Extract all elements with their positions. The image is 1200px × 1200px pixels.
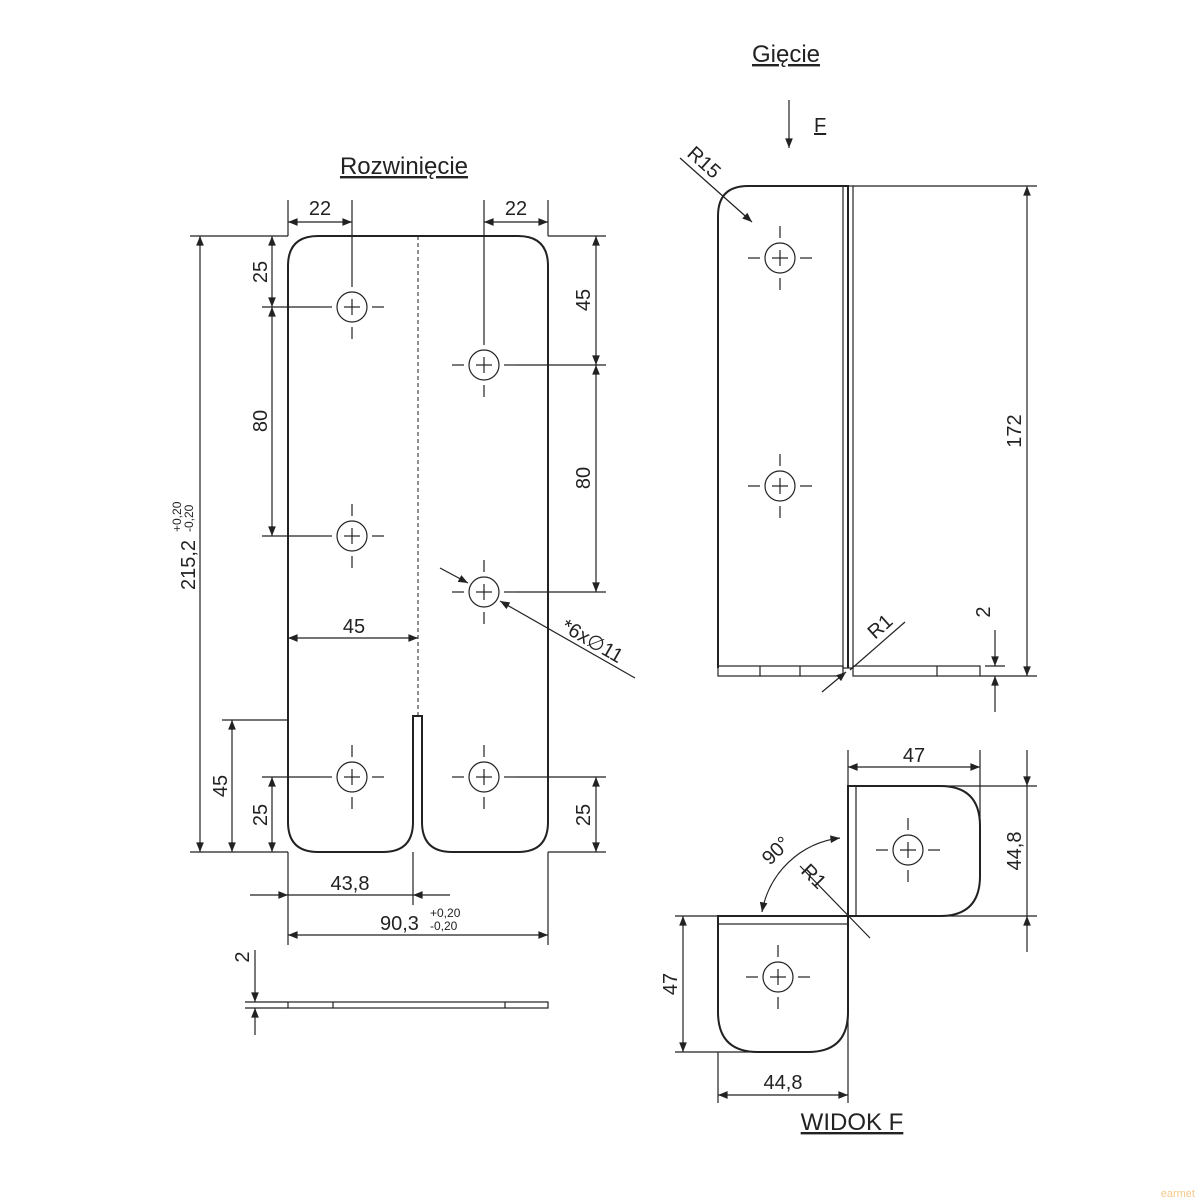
dim-bent-thickness: 2 <box>973 606 995 617</box>
hole-icon <box>747 225 813 291</box>
dim-bottom-right-25: 25 <box>573 804 595 826</box>
watermark: earmet <box>1161 1188 1195 1200</box>
dim-left-47: 47 <box>660 973 682 995</box>
dim-top-left-22: 22 <box>309 198 331 220</box>
dim-left-80: 80 <box>250 410 272 432</box>
view-f: 90° R1 47 44,8 47 44,8 <box>660 745 1037 1103</box>
bent-view-title: Gięcie <box>752 41 820 68</box>
dim-right-45: 45 <box>573 289 595 311</box>
force-label: F <box>814 115 826 137</box>
dim-bottom-left-25: 25 <box>250 804 272 826</box>
dim-total-height: 215,2 <box>178 540 200 590</box>
hole-icon <box>319 503 385 569</box>
dim-left-25: 25 <box>250 261 272 283</box>
dim-view-radius: R1 <box>796 860 830 894</box>
dim-flat-thickness: 2 <box>232 951 254 962</box>
hole-icon <box>319 744 385 810</box>
dim-radius-top: R15 <box>683 142 725 183</box>
hole-icon <box>875 817 941 883</box>
view-f-title: WIDOK F <box>801 1109 904 1136</box>
dim-right-44-8: 44,8 <box>1004 832 1026 871</box>
dim-width-tol-plus: +0,20 <box>430 906 461 920</box>
dim-top-47: 47 <box>903 745 925 767</box>
dim-slot-43-8: 43,8 <box>331 873 370 895</box>
dim-bent-height: 172 <box>1004 414 1026 447</box>
hole-icon <box>747 453 813 519</box>
dim-width-tol-minus: -0,20 <box>430 919 458 933</box>
dim-total-height-tol-minus: -0,20 <box>182 504 196 532</box>
flat-view-title: Rozwinięcie <box>340 153 468 180</box>
dim-total-height-tol-plus: +0,20 <box>170 501 184 532</box>
dim-bottom-44-8: 44,8 <box>764 1072 803 1094</box>
dim-angle: 90° <box>758 833 795 870</box>
dim-holes: *6x∅11 <box>558 615 627 668</box>
hole-icon <box>451 559 517 625</box>
hole-icon <box>745 944 811 1010</box>
dim-top-right-22: 22 <box>505 198 527 220</box>
hole-icon <box>319 274 385 340</box>
flat-pattern: *6x∅11 22 22 25 80 45 80 215,2 +0,20 -0,… <box>170 198 636 1035</box>
dim-mid-45: 45 <box>343 616 365 638</box>
hole-icon <box>451 744 517 810</box>
dim-right-80: 80 <box>573 467 595 489</box>
dim-width: 90,3 <box>380 913 419 935</box>
bent-view: F R15 R1 172 2 <box>679 100 1037 712</box>
dim-radius-bend: R1 <box>864 610 898 643</box>
dim-bottom-45: 45 <box>210 775 232 797</box>
hole-icon <box>451 332 517 398</box>
